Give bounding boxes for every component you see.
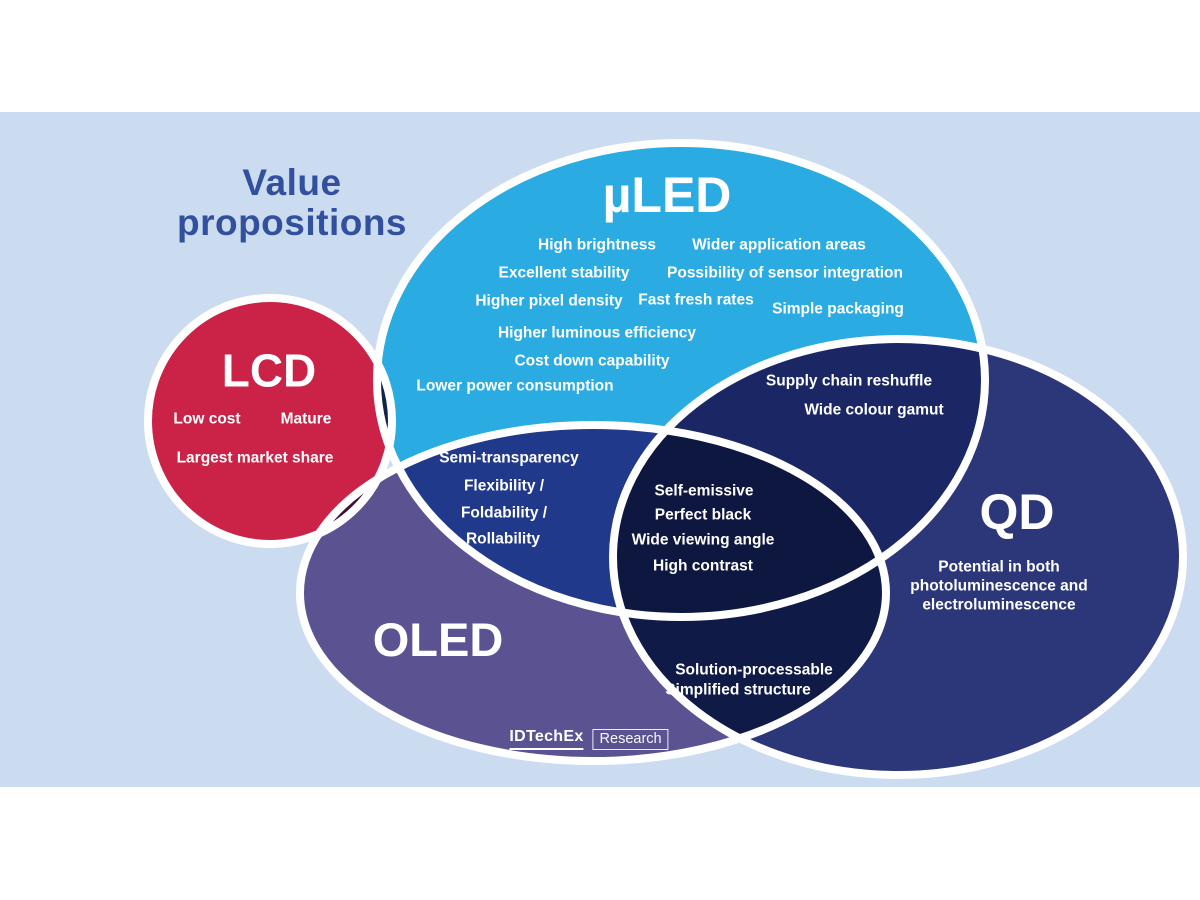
lcd-item-low-cost: Low cost (173, 410, 241, 428)
idtechex-brand-text: IDTechEx (509, 728, 584, 750)
muled-item-lower-power-consumption: Lower power consumption (416, 377, 614, 395)
muled-item-higher-luminous-efficiency: Higher luminous efficiency (497, 324, 697, 342)
diagram-title: Value propositions (176, 162, 408, 243)
lcd-outline (144, 294, 396, 548)
overlap-item-semi-transparency: Semi-transparency (439, 449, 579, 467)
overlap-item-wide-colour-gamut: Wide colour gamut (804, 401, 944, 419)
muled-title: µLED (602, 167, 732, 223)
lcd-ellipse (148, 298, 392, 544)
muled-item-wider-application-areas: Wider application areas (692, 236, 866, 254)
center-item-self-emissive: Self-emissive (654, 482, 754, 500)
muled-outline (373, 139, 989, 621)
overlap-item-flexibility: Flexibility / (463, 477, 545, 495)
qd-item-potential: Potential in both photoluminescence and … (910, 558, 1088, 614)
idtechex-research-badge: Research (592, 728, 669, 750)
lcd-item-mature: Mature (280, 410, 332, 428)
overlap-item-foldability: Foldability / (460, 504, 548, 522)
oled-title: OLED (372, 612, 504, 666)
muled-item-possibility-of-sensor-integration: Possibility of sensor integration (667, 264, 903, 282)
center-item-wide-viewing-angle: Wide viewing angle (631, 531, 775, 549)
muled-item-high-brightness: High brightness (538, 236, 656, 254)
qd-title: QD (979, 484, 1055, 540)
overlap-item-simplified-structure: Simplified structure (665, 681, 811, 699)
muled-item-excellent-stability: Excellent stability (498, 264, 630, 282)
muled-item-cost-down-capability: Cost down capability (514, 352, 670, 370)
oled-outline (296, 421, 890, 765)
idtechex-logo: IDTechEx Research (509, 728, 669, 750)
overlap-item-solution-processable: Solution-processable (675, 661, 833, 679)
lcd-item-largest-market-share: Largest market share (176, 449, 334, 467)
muled-item-simple-packaging: Simple packaging (772, 300, 904, 318)
center-item-perfect-black: Perfect black (654, 506, 752, 524)
lcd-title: LCD (221, 344, 317, 397)
center-item-high-contrast: High contrast (653, 557, 753, 575)
overlap-item-supply-chain-reshuffle: Supply chain reshuffle (765, 372, 933, 390)
qd-outline (609, 335, 1187, 779)
muled-item-fast-fresh-rates: Fast fresh rates (638, 291, 754, 309)
muled-item-higher-pixel-density: Higher pixel density (475, 292, 623, 310)
overlap-item-rollability: Rollability (465, 530, 541, 548)
